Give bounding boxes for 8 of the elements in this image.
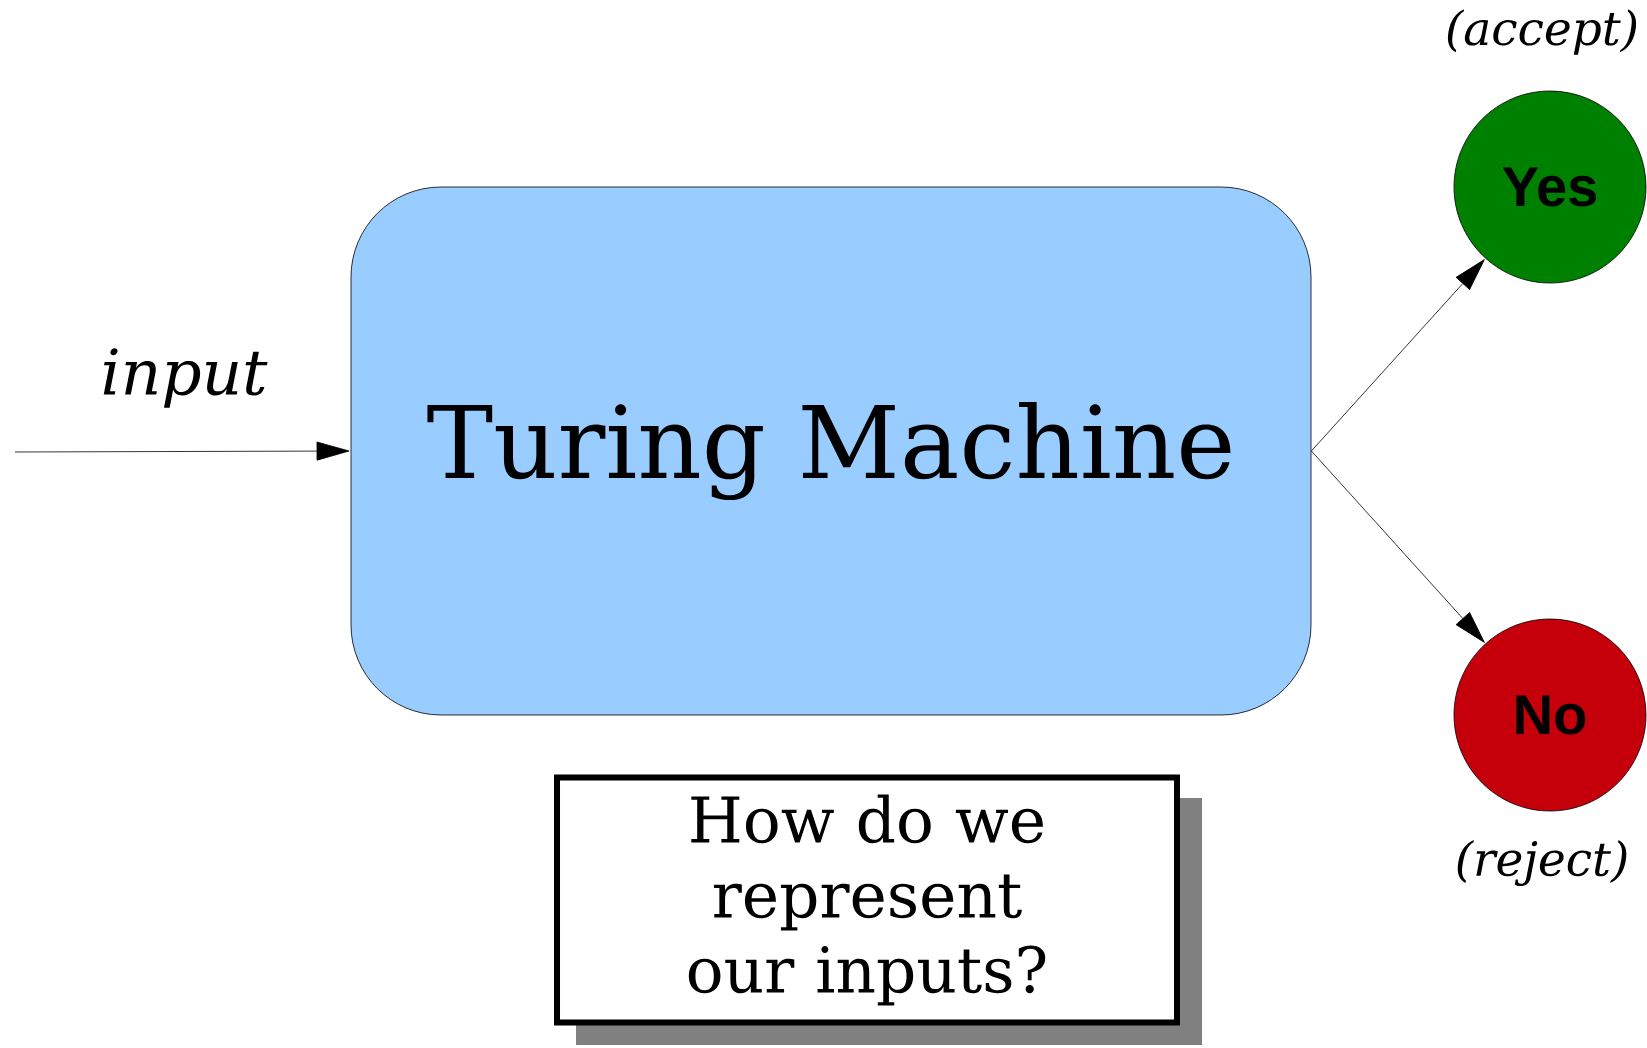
arrow <box>14 441 350 461</box>
arrow <box>1311 450 1485 643</box>
question-box: How do we represent our inputs? <box>554 774 1202 1045</box>
arrow <box>1311 259 1485 452</box>
outcome-caption: (reject) <box>1457 839 1627 887</box>
outcome-caption: (accept) <box>1447 9 1637 55</box>
edge-label: input <box>103 348 268 408</box>
machine-box: Turing Machine <box>350 186 1312 716</box>
